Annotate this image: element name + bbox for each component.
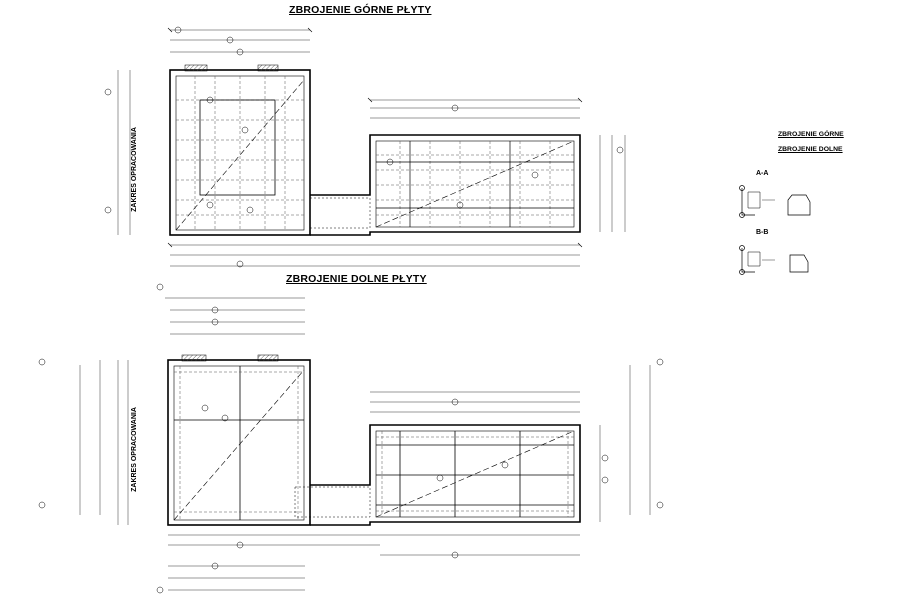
top-dim-ticks	[167, 27, 583, 248]
bottom-bar-tags	[38, 283, 664, 594]
top-bar-tags	[104, 26, 624, 268]
bottom-diagonal-right	[375, 430, 575, 518]
section-bb-label: B-B	[756, 229, 769, 236]
bottom-rebar-left-dashed	[174, 366, 304, 520]
top-rebar-right-solid	[376, 141, 574, 227]
legend-bottom-reinforcement: ZBROJENIE DOLNE	[778, 146, 843, 153]
bottom-connector	[294, 486, 371, 518]
section-aa-label: A-A	[756, 170, 769, 177]
bottom-rebar-right	[376, 431, 574, 517]
section-aa-detail	[739, 185, 811, 218]
top-plan	[104, 26, 626, 268]
bottom-plan-title: ZBROJENIE DOLNE PŁYTY	[286, 273, 427, 285]
top-inner-zone	[199, 99, 276, 196]
bottom-support-2	[257, 354, 279, 362]
top-slab-outline	[169, 69, 581, 236]
bottom-diagonal-left	[173, 369, 305, 521]
bottom-dimensions	[79, 297, 651, 591]
section-details	[739, 185, 811, 275]
top-connector	[309, 197, 371, 229]
bottom-rebar-right-dashed	[376, 431, 574, 517]
top-diagonal-left	[175, 79, 305, 231]
top-dimensions	[117, 29, 626, 267]
top-scope-label: ZAKRES OPRACOWANIA	[130, 127, 138, 212]
top-plan-title: ZBROJENIE GÓRNE PŁYTY	[289, 4, 432, 16]
top-rebar-right	[376, 141, 574, 227]
legend-top-reinforcement: ZBROJENIE GÓRNE	[778, 131, 844, 138]
section-bb-detail	[739, 245, 809, 275]
top-support-1	[184, 64, 208, 72]
top-support-2	[257, 64, 279, 72]
bottom-plan	[38, 283, 664, 594]
top-rebar-left	[176, 76, 304, 230]
bottom-rebar-left	[174, 366, 304, 520]
bottom-support-1	[181, 354, 207, 362]
bottom-scope-label: ZAKRES OPRACOWANIA	[130, 407, 138, 492]
bottom-slab-outline	[167, 359, 581, 526]
top-diagonal-right	[375, 140, 575, 228]
